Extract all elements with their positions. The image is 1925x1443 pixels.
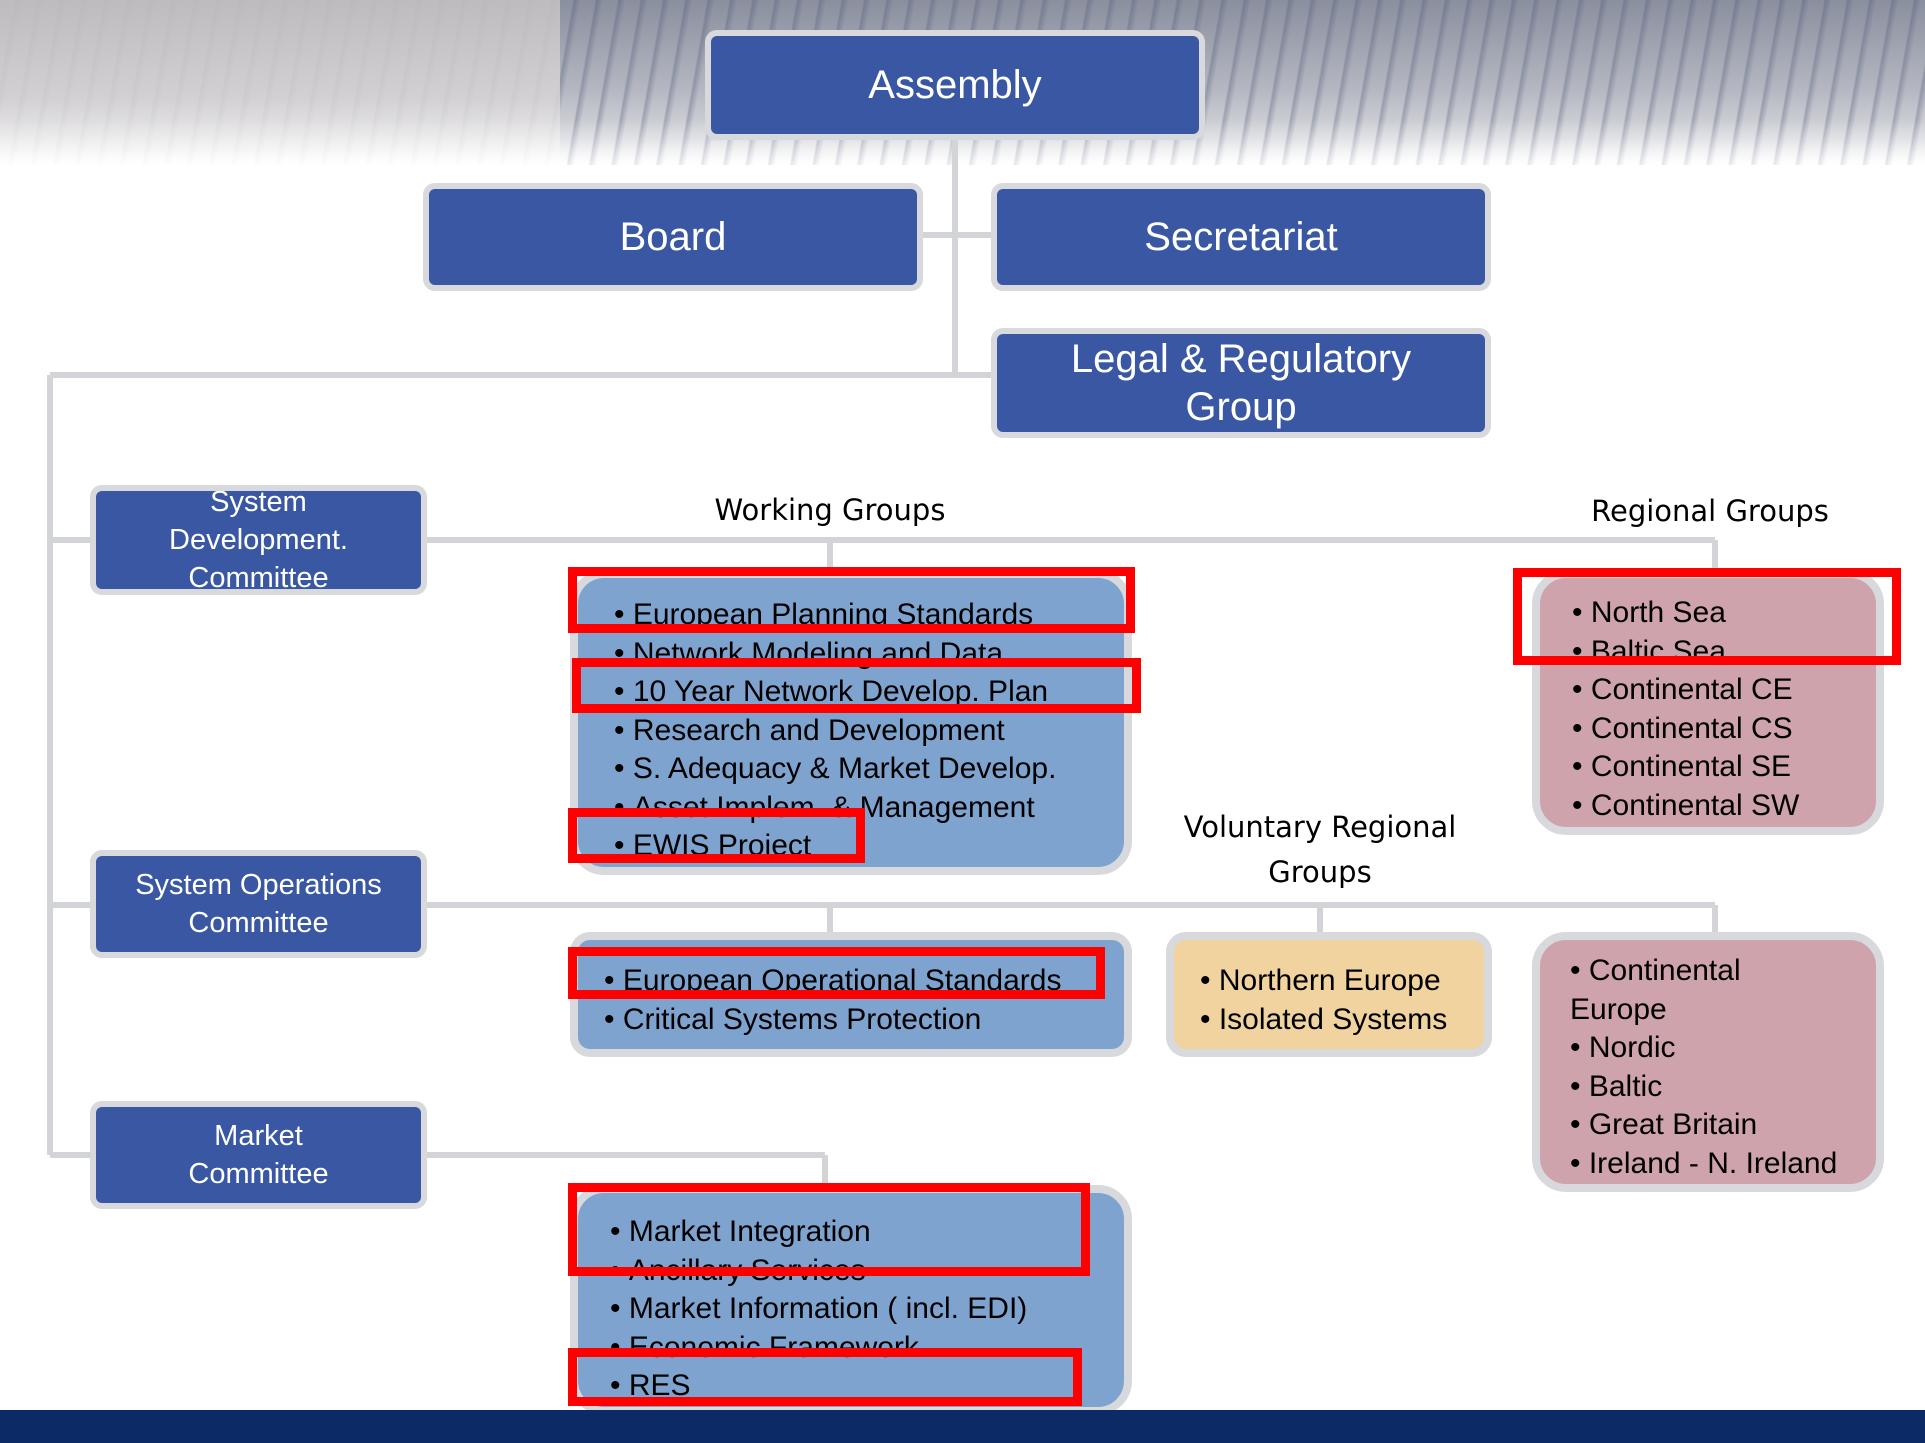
list-item: Nordic — [1570, 1029, 1846, 1068]
highlight-european-planning-standards — [568, 567, 1135, 633]
board-box: Board — [423, 183, 923, 291]
list-item: Continental SE — [1572, 748, 1876, 787]
list-item: 10 Year Network Develop. Plan — [614, 673, 1124, 712]
soc-regional-groups-panel: Continental Europe Nordic Baltic Great B… — [1532, 932, 1884, 1192]
list-item: Baltic — [1570, 1068, 1846, 1107]
list-item: Research and Development — [614, 712, 1124, 751]
mc-working-groups-panel: Market Integration Ancillary Services Ma… — [570, 1185, 1132, 1415]
highlight-ewis-project — [568, 808, 865, 863]
voluntary-regional-groups-label: Voluntary Regional Groups — [1183, 810, 1457, 889]
sdc-working-groups-panel: European Planning Standards Network Mode… — [570, 570, 1132, 875]
list-item: Continental CS — [1572, 710, 1876, 749]
list-item: Great Britain — [1570, 1106, 1846, 1145]
assembly-label: Assembly — [868, 63, 1042, 107]
sdc-regional-groups-panel: North Sea Baltic Sea Continental CE Cont… — [1532, 570, 1884, 835]
list-item: Market Information ( incl. EDI) — [610, 1290, 1124, 1329]
legal-regulatory-label: Legal & Regulatory Group — [1070, 337, 1412, 429]
soc-regional-groups-list: Continental Europe Nordic Baltic Great B… — [1570, 952, 1846, 1183]
assembly-box: Assembly — [705, 30, 1205, 140]
highlight-north-baltic-sea — [1513, 568, 1901, 665]
legal-regulatory-box: Legal & Regulatory Group — [991, 328, 1491, 438]
list-item: North Sea — [1572, 594, 1876, 633]
sdc-working-groups-list: European Planning Standards Network Mode… — [614, 596, 1124, 866]
system-development-committee-box: System Development. Committee — [90, 485, 427, 595]
list-item: Ireland - N. Ireland — [1570, 1145, 1846, 1184]
secretariat-label: Secretariat — [1144, 215, 1338, 259]
working-groups-label: Working Groups — [714, 493, 946, 527]
highlight-10-year-plan — [572, 658, 1141, 713]
soc-voluntary-groups-list: Northern Europe Isolated Systems — [1200, 962, 1484, 1039]
list-item: Market Integration — [610, 1213, 1124, 1252]
system-operations-committee-label: System Operations Committee — [135, 869, 382, 939]
list-item: Economic Framework — [610, 1329, 1124, 1368]
list-item: S. Adequacy & Market Develop. — [614, 750, 1124, 789]
system-development-committee-label: System Development. Committee — [169, 486, 348, 594]
market-committee-label: Market Committee — [188, 1120, 329, 1190]
market-committee-box: Market Committee — [90, 1101, 427, 1209]
list-item: Asset Implem. & Management — [614, 789, 1124, 828]
sdc-regional-groups-list: North Sea Baltic Sea Continental CE Cont… — [1572, 594, 1876, 825]
regional-groups-label: Regional Groups — [1591, 494, 1829, 528]
list-item: Continental Europe — [1570, 952, 1760, 1029]
board-label: Board — [619, 215, 727, 259]
list-item: Continental SW — [1572, 787, 1876, 826]
highlight-market-integration-ancillary — [568, 1183, 1090, 1276]
list-item: Northern Europe — [1200, 962, 1484, 1001]
secretariat-box: Secretariat — [991, 183, 1491, 291]
list-item: Continental CE — [1572, 671, 1876, 710]
highlight-res — [568, 1348, 1082, 1406]
highlight-european-operational-standards — [568, 947, 1105, 999]
soc-voluntary-groups-panel: Northern Europe Isolated Systems — [1166, 932, 1492, 1057]
footer-bar — [0, 1410, 1925, 1443]
list-item: RES — [610, 1367, 1124, 1406]
list-item: Isolated Systems — [1200, 1001, 1484, 1040]
system-operations-committee-box: System Operations Committee — [90, 850, 427, 958]
list-item: Critical Systems Protection — [604, 1001, 1124, 1040]
